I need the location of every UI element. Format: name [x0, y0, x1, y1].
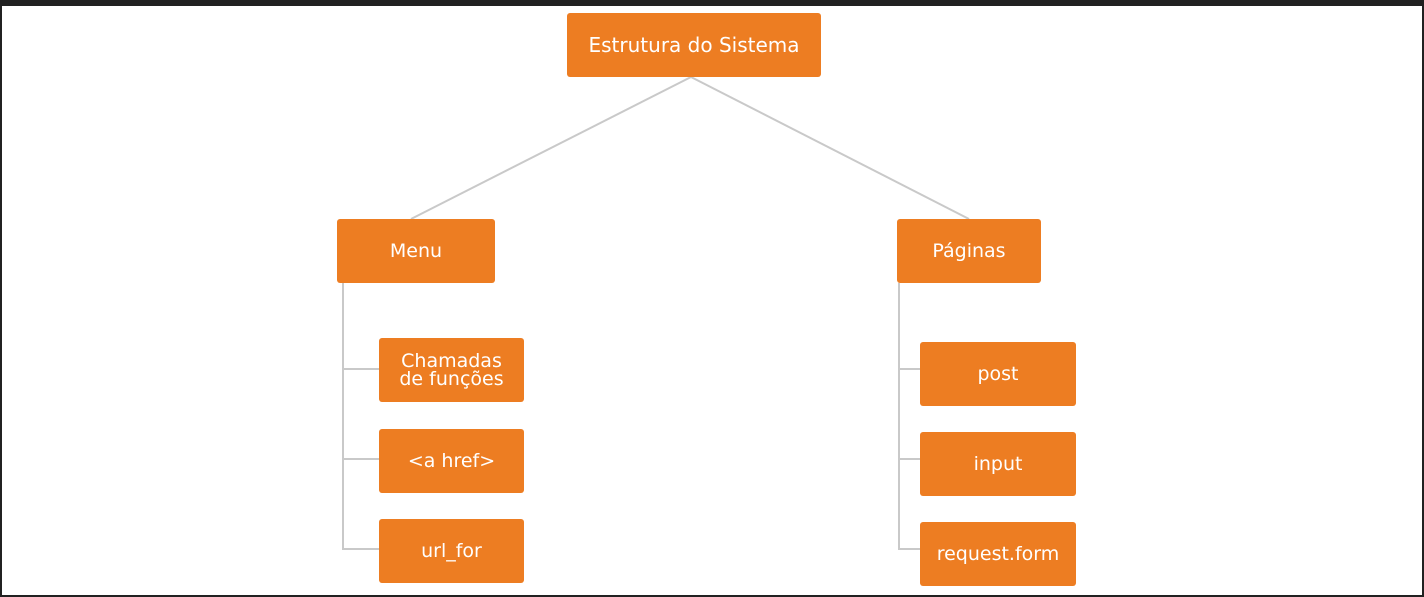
leaf-node-url-for: url_for [379, 519, 524, 583]
leaf-node-label: input [973, 452, 1023, 475]
leaf-node-request-form: request.form [920, 522, 1076, 586]
diagram-canvas: Estrutura do Sistema Menu Páginas Chamad… [2, 6, 1422, 595]
leaf-node-label: Chamadas de funções [399, 350, 504, 390]
branch-node-paginas: Páginas [897, 219, 1041, 283]
branch-node-menu: Menu [337, 219, 495, 283]
leaf-node-label: post [977, 362, 1019, 385]
connector-root-to-paginas [690, 76, 970, 220]
leaf-node-label: <a href> [407, 449, 496, 472]
connector-root-to-menu [410, 76, 692, 220]
connector-lines [342, 76, 970, 550]
branch-node-menu-label: Menu [389, 239, 443, 262]
root-node-label: Estrutura do Sistema [588, 32, 800, 57]
leaf-node-input: input [920, 432, 1076, 496]
leaf-node-chamadas-de-funcoes: Chamadas de funções [379, 338, 524, 402]
leaf-node-label: url_for [421, 539, 482, 562]
root-node: Estrutura do Sistema [567, 13, 821, 77]
leaf-node-post: post [920, 342, 1076, 406]
leaf-node-label: request.form [936, 542, 1060, 565]
leaf-node-a-href: <a href> [379, 429, 524, 493]
branch-node-paginas-label: Páginas [932, 239, 1006, 262]
